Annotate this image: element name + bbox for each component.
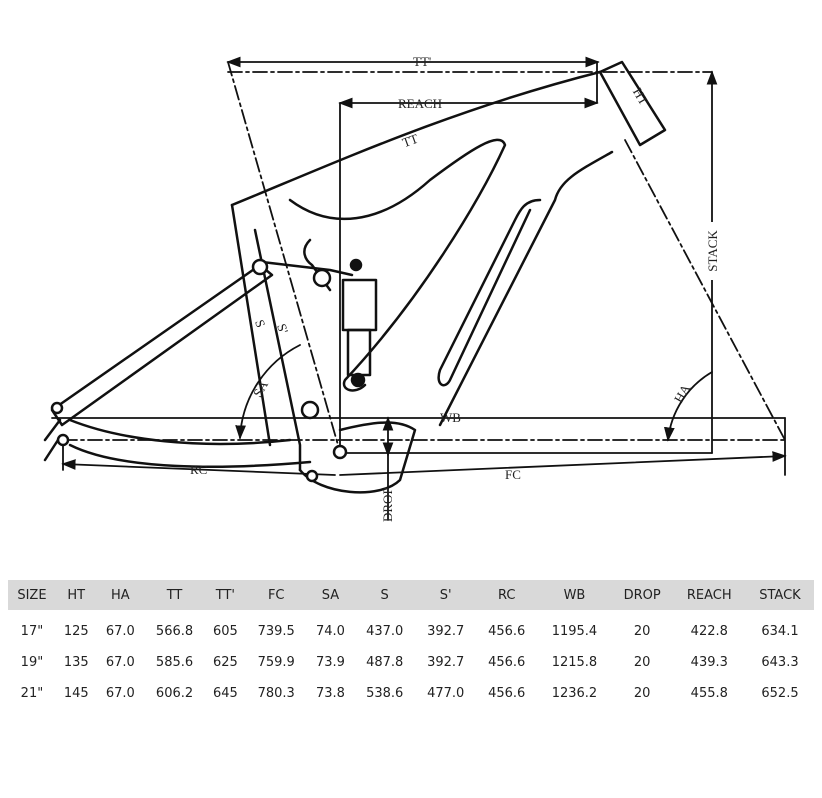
table-cell: 67.0 [105, 624, 135, 639]
column-header: DROP [611, 580, 673, 610]
column-header: STACK [745, 580, 814, 610]
table-cell: 606.2 [155, 686, 194, 701]
table-cell: 20 [633, 624, 651, 639]
label-stack: STACK [705, 230, 720, 272]
table-cell: 780.3 [257, 686, 295, 701]
table-cell: 67.0 [105, 655, 135, 670]
column-header: SIZE [8, 580, 56, 610]
label-sa: SA [250, 377, 272, 399]
table-cell: 392.7 [427, 624, 465, 639]
table-cell: 1236.2 [551, 686, 598, 701]
label-s: S [252, 318, 269, 330]
rear-shock [341, 258, 378, 388]
column-header: TT [144, 580, 206, 610]
column-header: TT' [205, 580, 246, 610]
table-cell: 456.6 [488, 686, 526, 701]
table-cell: 759.9 [257, 655, 295, 670]
label-reach: REACH [398, 96, 442, 111]
table-cell: 20 [633, 655, 651, 670]
table-cell: 73.9 [315, 655, 345, 670]
table-cell: 74.0 [315, 624, 345, 639]
column-header: HT [55, 580, 97, 610]
label-rc: RC [190, 462, 207, 477]
table-cell: 585.6 [155, 655, 194, 670]
label-tt-prime: TT' [413, 54, 431, 69]
table-row: 17" 125 67.0 566.8 605 739.5 74.0 437.0 392.7 456… [8, 610, 814, 647]
table-cell: 645 [212, 686, 238, 701]
column-header: SA [306, 580, 355, 610]
column-header: S' [415, 580, 477, 610]
table-cell: 67.0 [105, 686, 135, 701]
table-cell: 17" [20, 624, 44, 639]
table-cell: 392.7 [427, 655, 465, 670]
table-cell: 20 [633, 686, 651, 701]
table-cell: 125 [63, 624, 89, 639]
label-s-prime: S' [274, 322, 291, 336]
frame-outline [43, 60, 667, 494]
table-cell: 739.5 [257, 624, 295, 639]
table-cell: 1215.8 [551, 655, 598, 670]
table-cell: 1195.4 [551, 624, 598, 639]
table-cell: 456.6 [488, 655, 526, 670]
column-header: S [354, 580, 416, 610]
table-cell: 477.0 [427, 686, 465, 701]
table-cell: 456.6 [488, 624, 526, 639]
table-cell: 538.6 [366, 686, 404, 701]
table-cell: 487.8 [366, 655, 404, 670]
frame-geometry-diagram: TT' REACH TT HT STACK S' S SA HA WB RC F… [43, 54, 787, 522]
table-row: 19" 135 67.0 585.6 625 759.9 73.9 487.8 392.7 456… [8, 647, 814, 678]
table-cell: 605 [212, 624, 238, 639]
label-ha: HA [671, 381, 694, 405]
column-header: WB [537, 580, 612, 610]
table-cell: 437.0 [366, 624, 404, 639]
table-cell: 634.1 [761, 624, 799, 639]
table-cell: 652.5 [761, 686, 799, 701]
column-header: FC [245, 580, 307, 610]
column-header: REACH [672, 580, 746, 610]
table-cell: 422.8 [690, 624, 728, 639]
table-cell: 455.8 [690, 686, 728, 701]
label-tt: TT [400, 131, 420, 151]
table-cell: 625 [212, 655, 238, 670]
stack-label-backdrop [704, 222, 721, 280]
label-wb: WB [440, 410, 461, 425]
table-cell: 439.3 [690, 655, 728, 670]
table-cell: 21" [20, 686, 44, 701]
table-cell: 73.8 [315, 686, 345, 701]
table-cell: 19" [20, 655, 44, 670]
table-cell: 566.8 [155, 624, 194, 639]
pivots [50, 258, 348, 483]
table-cell: 135 [63, 655, 89, 670]
table-row: 21" 145 67.0 606.2 645 780.3 73.8 538.6 477.0 456… [8, 678, 814, 709]
column-header: HA [96, 580, 145, 610]
label-drop: DROP [380, 487, 395, 522]
table-cell: 145 [63, 686, 89, 701]
column-header: RC [476, 580, 538, 610]
label-fc: FC [505, 467, 521, 482]
table-cell: 643.3 [761, 655, 799, 670]
